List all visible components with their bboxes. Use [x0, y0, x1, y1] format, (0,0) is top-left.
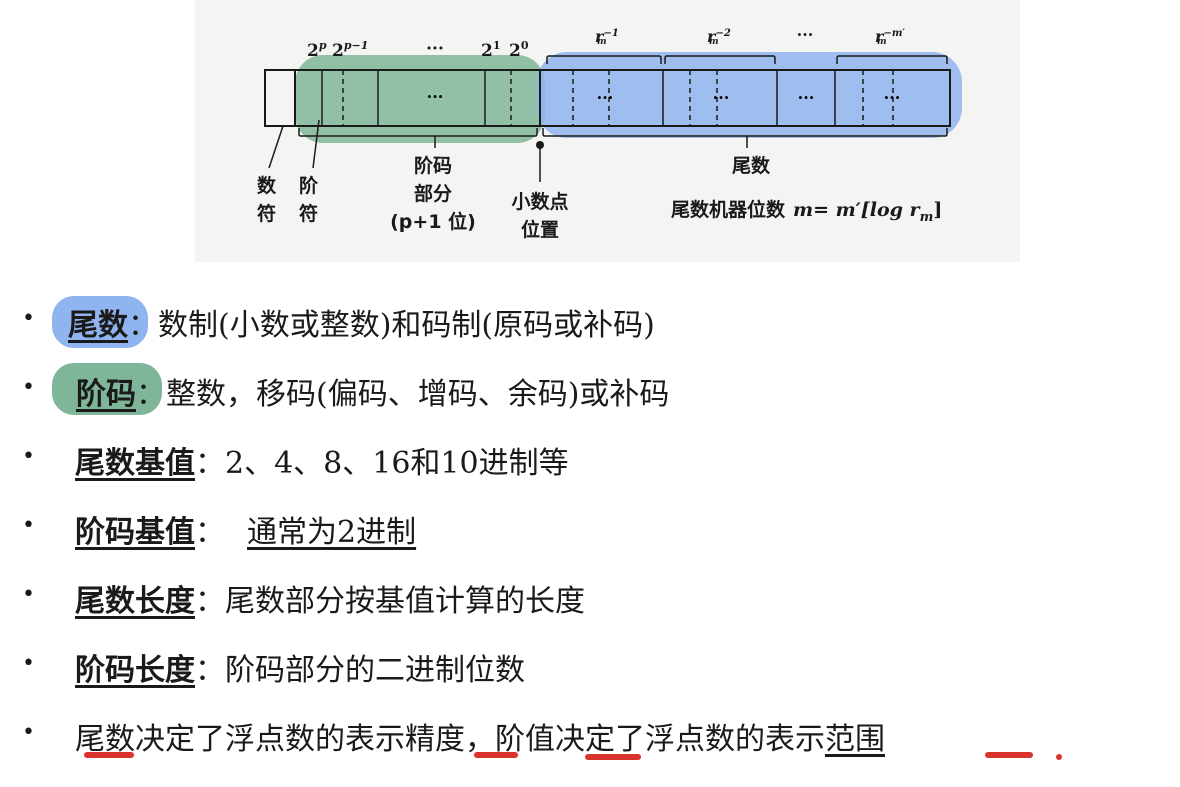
bullet-item-exponent-length: • 阶码长度：阶码部分的二进制位数	[0, 633, 1180, 693]
mantissa-term-highlight	[52, 296, 148, 348]
bullet-sep: ：	[195, 446, 225, 481]
exp-part-label-3: (p+1 位)	[390, 210, 476, 233]
svg-text:m: m	[709, 37, 719, 47]
bullet-dot: •	[22, 651, 35, 676]
cell-dots-mantissa-2: ···	[713, 88, 730, 107]
bullet-line: 尾数基值：2、4、8、16和10进制等	[75, 438, 569, 482]
bullet-dot: •	[22, 444, 35, 469]
bullet-item-mantissa: • 尾数：数制(小数或整数)和码制(原码或补码)	[0, 288, 1180, 348]
bullet-dot: •	[22, 375, 35, 400]
red-ink-dot	[1056, 754, 1062, 760]
exp-part-label-1: 阶码	[414, 154, 452, 177]
bullet-line: 尾数：数制(小数或整数)和码制(原码或补码)	[68, 300, 655, 344]
bullet-dot: •	[22, 582, 35, 607]
bullet-dot: •	[22, 513, 35, 538]
bullet-sep: ：	[136, 377, 166, 412]
bullet-text: 整数，移码(偏码、增码、余码)或补码	[166, 377, 670, 412]
svg-text:m: m	[877, 37, 887, 47]
cell-dots-mantissa-1: ···	[597, 88, 614, 107]
red-underline-precision	[474, 752, 518, 758]
bullet-line: 尾数长度：尾数部分按基值计算的长度	[75, 576, 585, 620]
bullet-term: 尾数	[68, 308, 128, 343]
exp-sign-label-2: 符	[299, 202, 318, 225]
bullet-item-exponent-base: • 阶码基值： 通常为2进制	[0, 495, 1180, 555]
bullet-line: 尾数决定了浮点数的表示精度，阶值决定了浮点数的表示范围	[75, 714, 885, 758]
bullet-line: 阶码基值： 通常为2进制	[75, 507, 416, 551]
mantissa-top-braces	[546, 55, 948, 64]
bullet-sep: ：	[128, 308, 158, 343]
bullet-term: 尾数基值	[75, 446, 195, 481]
svg-text:m: m	[597, 37, 607, 47]
exp-sign-label-1: 阶	[299, 174, 319, 197]
register-box	[264, 69, 951, 127]
bullet-item-exponent: • 阶码：整数，移码(偏码、增码、余码)或补码	[0, 357, 1180, 417]
cell-dots-mantissa-4: ···	[884, 88, 901, 107]
exponent-term-highlight	[52, 363, 162, 415]
float-format-diagram: ··· ··· ··· ··· ··· 2p 2p−1 ··· 21 20 r−…	[257, 25, 962, 241]
svg-text:2p: 2p	[307, 39, 327, 61]
bullet-text: 通常为2进制	[247, 515, 417, 550]
cell-dots-mantissa-3: ···	[798, 88, 815, 107]
mantissa-blue-highlight	[537, 52, 962, 138]
bullet-line: 阶码长度：阶码部分的二进制位数	[75, 645, 525, 689]
sign-label-2: 符	[257, 202, 276, 225]
svg-text:···: ···	[797, 25, 814, 44]
mantissa-digit-weights: r−1 m r−2 m ··· r−m′ m	[595, 25, 905, 47]
mantissa-label: 尾数	[732, 154, 771, 177]
red-underline-exponent	[585, 754, 641, 760]
summary-text-2: 决定了浮点数的表示	[555, 722, 825, 757]
bullet-term: 阶码基值	[75, 515, 195, 550]
exponent-bit-weights: 2p 2p−1 ··· 21 20	[307, 39, 529, 61]
svg-text:···: ···	[426, 39, 444, 59]
summary-exponent: 阶值	[495, 722, 555, 757]
bullet-term: 尾数长度	[75, 584, 195, 619]
bullet-item-mantissa-base: • 尾数基值：2、4、8、16和10进制等	[0, 426, 1180, 486]
bottom-brackets	[298, 128, 948, 137]
cell-dots-exponent: ···	[427, 87, 444, 106]
bullet-term: 阶码	[76, 377, 136, 412]
point-label-2: 位置	[521, 218, 559, 241]
bullet-text: 阶码部分的二进制位数	[225, 653, 525, 688]
summary-comma: ，	[465, 722, 495, 757]
exp-part-label-2: 部分	[414, 182, 452, 205]
summary-range: 范围	[825, 722, 885, 757]
red-underline-mantissa	[84, 752, 134, 758]
bullet-text: 数制(小数或整数)和码制(原码或补码)	[158, 308, 655, 343]
point-label-1: 小数点	[511, 190, 568, 213]
exponent-green-highlight	[295, 55, 545, 143]
sign-label-1: 数	[257, 174, 277, 197]
bullet-sep: ：	[195, 515, 225, 550]
float-format-figure: ··· ··· ··· ··· ··· 2p 2p−1 ··· 21 20 r−…	[195, 0, 1020, 262]
svg-text:r−1: r−1	[595, 27, 619, 46]
bullet-dot: •	[22, 720, 35, 745]
red-underline-range	[985, 752, 1033, 758]
svg-text:2p−1: 2p−1	[332, 39, 368, 61]
bullet-item-summary: • 尾数决定了浮点数的表示精度，阶值决定了浮点数的表示范围	[0, 702, 1180, 762]
svg-text:r−m′: r−m′	[875, 27, 905, 46]
bullet-item-mantissa-length: • 尾数长度：尾数部分按基值计算的长度	[0, 564, 1180, 624]
bullet-line: 阶码：整数，移码(偏码、增码、余码)或补码	[76, 369, 669, 413]
svg-text:20: 20	[509, 39, 529, 61]
svg-text:r−2: r−2	[707, 27, 731, 46]
summary-precision: 精度	[405, 722, 465, 757]
bullet-text: 2、4、8、16和10进制等	[225, 446, 569, 481]
bullet-dot: •	[22, 306, 35, 331]
summary-mantissa: 尾数	[75, 722, 135, 757]
summary-text-1: 决定了浮点数的表示	[135, 722, 405, 757]
bullet-term: 阶码长度	[75, 653, 195, 688]
bullet-sep: ：	[195, 653, 225, 688]
bullet-text: 尾数部分按基值计算的长度	[225, 584, 585, 619]
bullet-sep: ：	[195, 584, 225, 619]
svg-text:21: 21	[481, 39, 501, 61]
